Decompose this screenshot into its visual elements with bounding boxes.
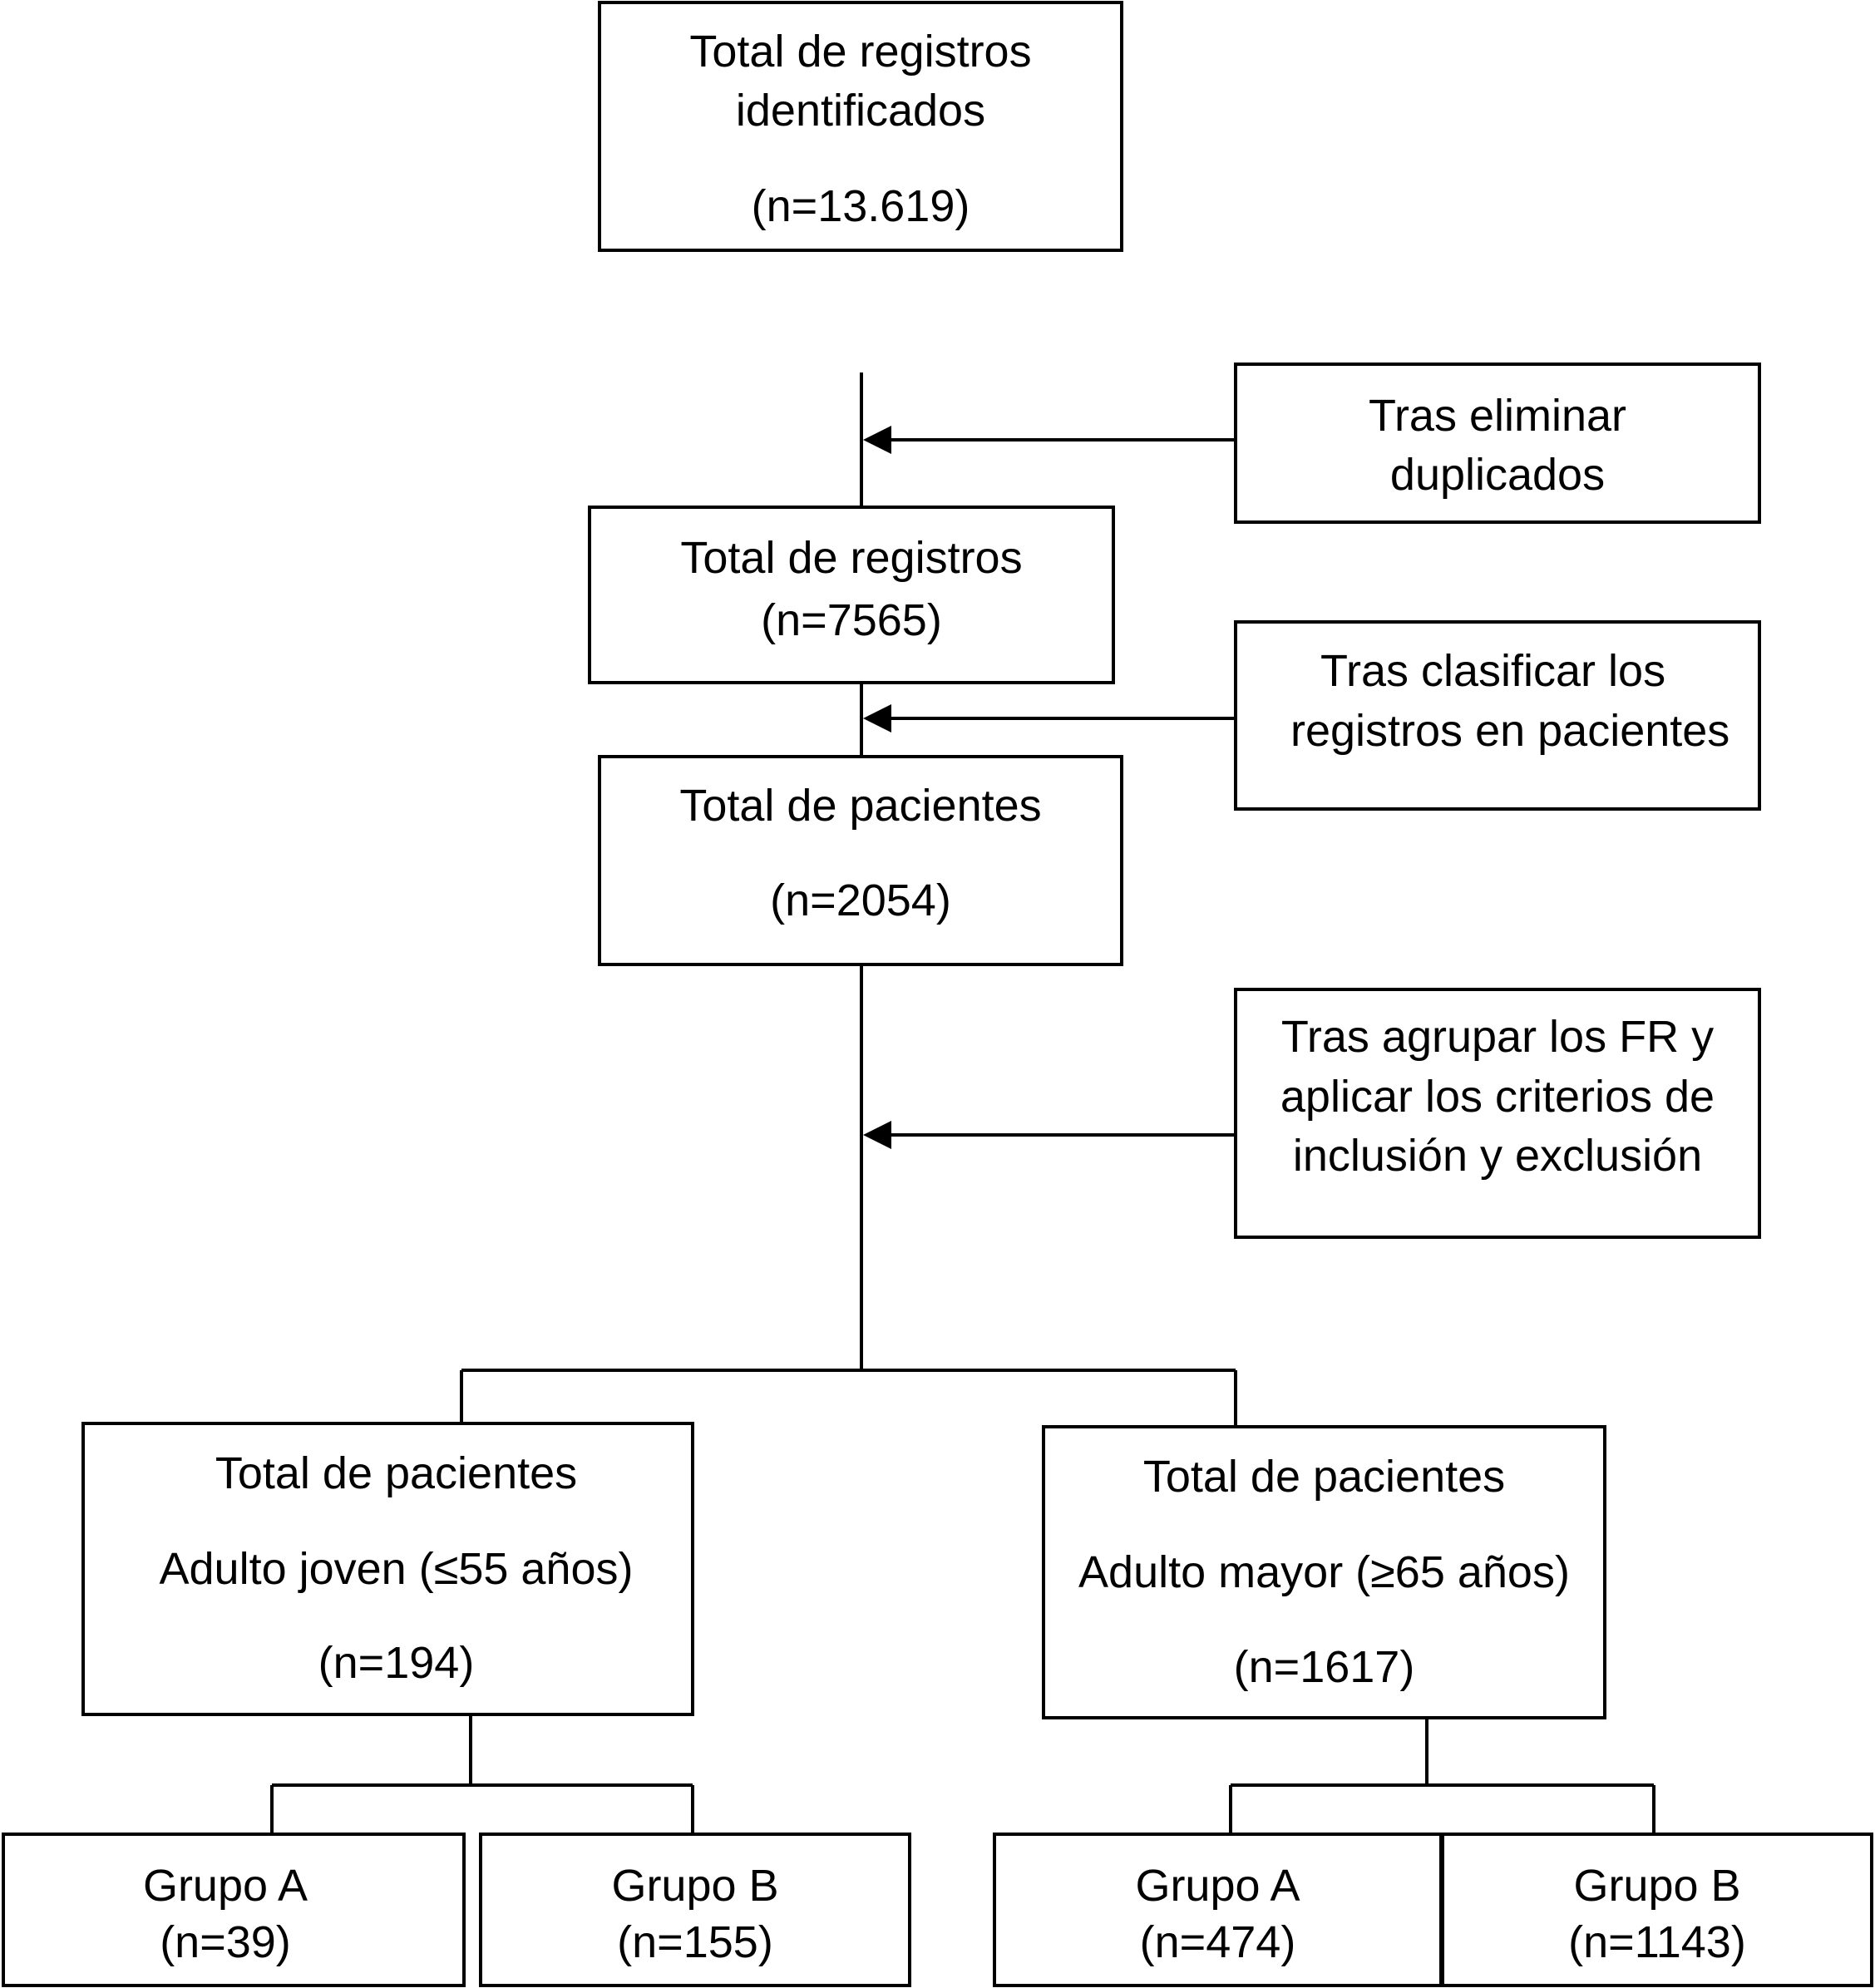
older-label: Total de pacientes xyxy=(1142,1452,1506,1502)
criteria-line2: aplicar los criterios de xyxy=(1280,1072,1715,1122)
classify-line1: Tras clasificar los xyxy=(1320,646,1666,696)
note-criteria: Tras agrupar los FR y aplicar los criter… xyxy=(1234,988,1761,1239)
young-group-b-label: Grupo B xyxy=(611,1861,779,1911)
young-group-a-count: (n=39) xyxy=(160,1917,291,1967)
identified-label-line1: Total de registros xyxy=(689,27,1032,76)
identified-label-line2: identificados xyxy=(735,86,986,136)
young-count: (n=194) xyxy=(318,1638,475,1688)
classify-line2: registros en pacientes xyxy=(1290,706,1730,756)
box-identified-records: Total de registros identificados (n=13.6… xyxy=(598,1,1123,252)
older-group-a-count: (n=474) xyxy=(1139,1917,1296,1967)
box-total-patients: Total de pacientes (n=2054) xyxy=(598,755,1123,966)
note-classify: Tras clasificar los registros en pacient… xyxy=(1234,620,1761,811)
older-group-b-count: (n=1143) xyxy=(1568,1917,1746,1967)
arrowhead-dedup xyxy=(863,426,891,454)
box-older-group-a: Grupo A (n=474) xyxy=(993,1833,1443,1987)
older-group-a-label: Grupo A xyxy=(1135,1861,1300,1911)
older-subtitle: Adulto mayor (≥65 años) xyxy=(1078,1547,1570,1597)
arrowhead-classify xyxy=(863,704,891,733)
older-count: (n=1617) xyxy=(1233,1642,1415,1692)
arrowhead-criteria xyxy=(863,1121,891,1149)
criteria-line1: Tras agrupar los FR y xyxy=(1280,1012,1715,1062)
identified-count: (n=13.619) xyxy=(751,181,970,231)
box-older-group-b: Grupo B (n=1143) xyxy=(1441,1833,1873,1987)
young-label: Total de pacientes xyxy=(215,1448,578,1498)
young-subtitle: Adulto joven (≤55 años) xyxy=(159,1544,634,1594)
patients-label: Total de pacientes xyxy=(679,781,1042,831)
dedup-line2: duplicados xyxy=(1389,450,1606,500)
box-older-adults: Total de pacientes Adulto mayor (≥65 año… xyxy=(1042,1425,1606,1719)
criteria-line3: inclusión y exclusión xyxy=(1292,1131,1703,1181)
young-group-a-label: Grupo A xyxy=(142,1861,308,1911)
older-group-b-label: Grupo B xyxy=(1573,1861,1741,1911)
patients-count: (n=2054) xyxy=(770,876,951,925)
young-group-b-count: (n=155) xyxy=(617,1917,773,1967)
box-young-group-b: Grupo B (n=155) xyxy=(479,1833,911,1987)
box-young-group-a: Grupo A (n=39) xyxy=(2,1833,466,1987)
note-dedup: Tras eliminar duplicados xyxy=(1234,363,1761,524)
box-total-records: Total de registros (n=7565) xyxy=(588,506,1115,684)
records-count: (n=7565) xyxy=(761,595,942,645)
dedup-line1: Tras eliminar xyxy=(1368,391,1627,441)
box-young-adults: Total de pacientes Adulto joven (≤55 año… xyxy=(81,1422,694,1716)
records-label: Total de registros xyxy=(680,533,1023,583)
